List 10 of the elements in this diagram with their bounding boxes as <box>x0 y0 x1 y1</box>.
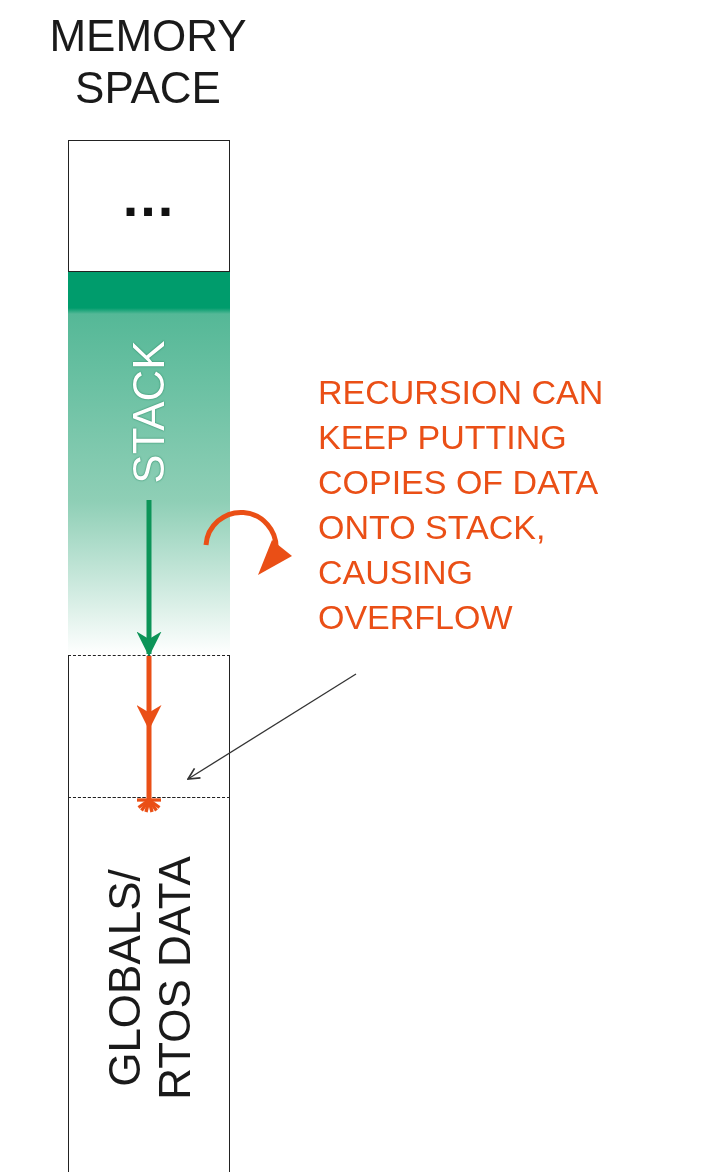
overflow-region <box>68 655 230 798</box>
memory-block <box>68 140 230 272</box>
arrow <box>136 500 162 657</box>
diagram-title: MEMORY SPACE <box>48 10 248 114</box>
block-label: STACK <box>124 339 174 486</box>
ellipsis-text: ... <box>122 169 176 225</box>
annotation-text: RECURSION CAN KEEP PUTTING COPIES OF DATA ONTO STACK, CAUSING OVERFLOW <box>318 370 618 674</box>
block-label: GLOBALS/ RTOS DATA <box>100 855 200 1102</box>
memory-block <box>68 797 230 1172</box>
leader-line <box>187 673 357 780</box>
